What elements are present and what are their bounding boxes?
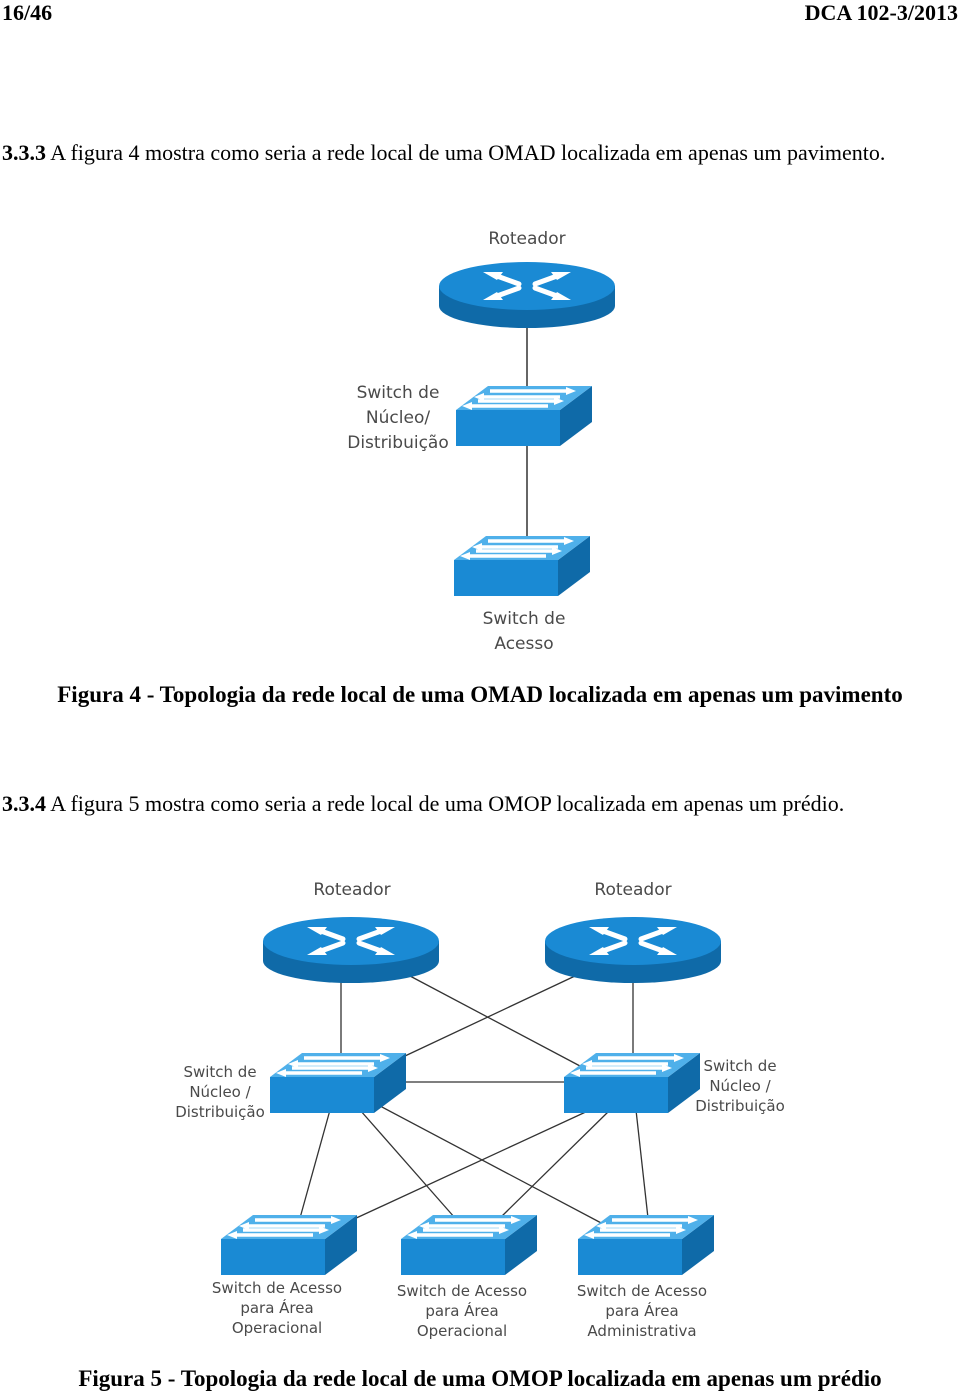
- router-left-icon: [263, 917, 439, 983]
- paragraph-text: A figura 5 mostra como seria a rede loca…: [46, 791, 845, 816]
- link-coreL-access1: [299, 1109, 331, 1219]
- page-number: 16/46: [2, 0, 53, 25]
- router-label: Roteador: [488, 229, 565, 249]
- router-right-label: Roteador: [594, 880, 671, 900]
- figure-4-caption: Figura 4 - Topologia da rede local de um…: [57, 682, 903, 707]
- access3-label-line3: Administrativa: [587, 1322, 696, 1340]
- router-right-icon: [545, 917, 721, 983]
- section-number: 3.3.3: [2, 140, 46, 165]
- access-switch-3-icon: [578, 1215, 716, 1275]
- link-coreR-access1: [351, 1109, 591, 1221]
- router-left-label: Roteador: [313, 880, 390, 900]
- paragraph-3-3-3: 3.3.3 A figura 4 mostra como seria a red…: [2, 138, 958, 168]
- figure-5-diagram: Roteador Roteador Switch de Núcleo / Dis…: [175, 880, 785, 1340]
- access2-label-line2: para Área: [425, 1301, 498, 1320]
- access2-label-line3: Operacional: [417, 1322, 507, 1340]
- paragraph-3-3-4: 3.3.4 A figura 5 mostra como seria a red…: [2, 789, 958, 819]
- access3-label-line2: para Área: [605, 1301, 678, 1320]
- core-left-label-line2: Núcleo /: [189, 1083, 251, 1101]
- core-switch-right-icon: [564, 1053, 702, 1113]
- link-routerL-coreR: [409, 975, 581, 1067]
- link-routerR-coreL: [404, 975, 576, 1057]
- core-switch-label-line2: Núcleo/: [366, 408, 430, 428]
- core-right-label-line3: Distribuição: [695, 1097, 785, 1115]
- core-switch-label-line3: Distribuição: [347, 433, 449, 453]
- figure-4-diagram: Roteador Switch de Núcleo/ Distribuição …: [347, 229, 960, 654]
- access2-label-line1: Switch de Acesso: [397, 1282, 527, 1300]
- router-icon: [439, 262, 615, 328]
- core-switch-icon: [456, 386, 594, 446]
- access-switch-1-icon: [221, 1215, 359, 1275]
- core-left-label-line3: Distribuição: [175, 1103, 265, 1121]
- link-coreL-access3: [379, 1105, 606, 1226]
- link-coreR-access3: [635, 1109, 649, 1219]
- access1-label-line2: para Área: [240, 1298, 313, 1317]
- access-switch-label-line1: Switch de: [483, 609, 566, 629]
- access-switch-label-line2: Acesso: [494, 634, 553, 654]
- section-number: 3.3.4: [2, 791, 46, 816]
- access3-label-line1: Switch de Acesso: [577, 1282, 707, 1300]
- paragraph-text: A figura 4 mostra como seria a rede loca…: [46, 140, 886, 165]
- access1-label-line3: Operacional: [232, 1319, 322, 1337]
- document-code: DCA 102-3/2013: [804, 0, 958, 25]
- core-right-label-line1: Switch de: [703, 1057, 776, 1075]
- access1-label-line1: Switch de Acesso: [212, 1279, 342, 1297]
- access-switch-icon: [454, 536, 592, 596]
- access-switch-2-icon: [401, 1215, 539, 1275]
- core-switch-left-icon: [270, 1053, 408, 1113]
- link-coreR-access2: [499, 1109, 611, 1219]
- core-right-label-line2: Núcleo /: [709, 1077, 771, 1095]
- link-coreL-access2: [359, 1109, 456, 1219]
- core-left-label-line1: Switch de: [183, 1063, 256, 1081]
- core-switch-label-line1: Switch de: [357, 383, 440, 403]
- figure-5-caption: Figura 5 - Topologia da rede local de um…: [78, 1366, 882, 1391]
